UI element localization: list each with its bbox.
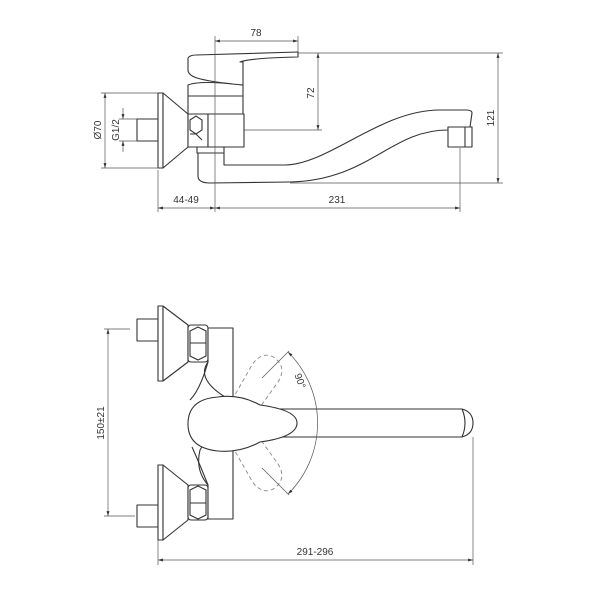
dim-rotation: 90° — [292, 372, 308, 390]
dim-total-height: 121 — [486, 109, 497, 126]
top-view: 90° — [136, 305, 474, 541]
spout-connector — [196, 146, 225, 154]
dim-lever-length: 78 — [250, 28, 262, 39]
lever — [187, 51, 299, 86]
dim-total-length: 291-296 — [297, 547, 334, 558]
body-upper — [187, 81, 244, 115]
nut-detail — [189, 115, 203, 141]
dim-spout-reach: 231 — [329, 195, 346, 206]
top-view-dimensions: 150±21 291-296 — [96, 328, 474, 565]
wall-flange — [157, 92, 164, 169]
upper-inlet-pipe — [136, 318, 159, 342]
lower-inlet-pipe — [136, 504, 159, 528]
lower-flange — [157, 464, 164, 541]
flange-cone — [162, 92, 189, 169]
spout — [254, 408, 474, 438]
dim-centers: 150±21 — [96, 406, 107, 440]
body-lower — [207, 113, 245, 148]
dim-lever-height: 72 — [306, 87, 317, 99]
aerator — [447, 126, 473, 148]
side-view — [136, 51, 473, 184]
upper-flange-cone — [162, 305, 189, 382]
dim-thread: G1/2 — [111, 119, 122, 141]
dim-wall-distance: 44-49 — [173, 195, 199, 206]
upper-flange — [157, 305, 164, 382]
spout — [197, 109, 473, 184]
lever-handle — [187, 395, 298, 452]
side-view-dimensions: 78 72 121 Ø70 G1/2 44-49 231 — [93, 28, 503, 212]
inlet-pipe — [136, 118, 159, 142]
dim-flange-diameter: Ø70 — [93, 120, 104, 139]
lower-flange-cone — [162, 464, 189, 541]
